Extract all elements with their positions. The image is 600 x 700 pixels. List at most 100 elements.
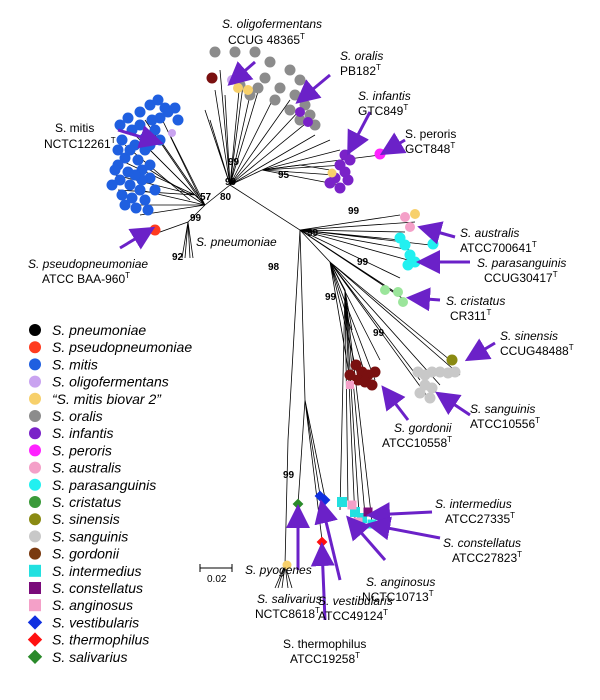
legend-entry: S. mitis <box>29 356 98 372</box>
australis-tip <box>400 212 410 222</box>
label-cristatus-name: S. cristatus <box>446 294 505 308</box>
oralis-tip <box>294 74 306 86</box>
infantis-tip <box>334 182 346 194</box>
sinensis-tip <box>446 354 458 366</box>
legend-label: S. australis <box>52 460 121 476</box>
oralis-tip <box>294 114 306 126</box>
mitis-tip <box>114 119 126 131</box>
mitis-tip <box>109 164 121 176</box>
mitis-tip <box>149 184 161 196</box>
sanguinis-tip <box>426 382 438 394</box>
mitis-tip <box>112 144 124 156</box>
legend-label: S. infantis <box>52 425 113 441</box>
legend-label: S. intermedius <box>52 563 141 579</box>
bootstrap-label: 98 <box>268 262 280 273</box>
legend-entry: S. intermedius <box>29 563 141 579</box>
legend-entry: S. parasanguinis <box>29 477 156 493</box>
legend-entry: S. anginosus <box>29 597 133 613</box>
legend-label: “S. mitis biovar 2” <box>52 391 162 407</box>
legend-label: S. vestibularis <box>52 614 139 630</box>
mitis-tip <box>139 194 151 206</box>
label-pyogenes-name: S. pyogenes <box>245 563 312 577</box>
pseudopneumoniae-tip <box>149 224 161 236</box>
mitis-tip <box>116 189 128 201</box>
legend-entry: S. pseudopneumoniae <box>29 339 192 355</box>
legend-entry: S. gordonii <box>29 546 120 562</box>
legend-marker <box>29 530 41 543</box>
bootstrap-label: 99 <box>373 328 385 339</box>
gordonii-tip <box>206 72 218 84</box>
legend-label: S. constellatus <box>52 580 143 596</box>
label-oralis-name: S. oralis <box>340 49 383 63</box>
mitis-tip <box>129 169 141 181</box>
bootstrap-label: 95 <box>278 170 290 181</box>
legend-entry: S. pneumoniae <box>29 322 146 338</box>
cristatus-tip <box>380 285 390 295</box>
legend-marker <box>29 513 41 526</box>
label-intermedius-name: S. intermedius <box>435 497 512 511</box>
legend-entry: S. sanguinis <box>29 528 128 544</box>
mitis-tip <box>134 119 146 131</box>
legend-marker <box>29 564 41 577</box>
mitis-tip <box>152 94 164 106</box>
mitis-tip <box>124 144 136 156</box>
constellatus-tip <box>363 507 373 517</box>
mitis-tip <box>116 134 128 146</box>
scale-bar-label: 0.02 <box>207 574 227 585</box>
label-peroris-strain: GCT848T <box>405 141 455 156</box>
oralis-tip <box>264 56 276 68</box>
legend-entry: S. infantis <box>29 425 113 441</box>
legend-label: S. pseudopneumoniae <box>52 339 192 355</box>
anginosus-tip <box>346 381 354 389</box>
label-anginosus-strain: NCTC10713T <box>362 589 434 604</box>
mitis-tip <box>124 179 136 191</box>
label-vestibularis-name: S. vestibularis <box>318 594 393 608</box>
label-anginosus-name: S. anginosus <box>366 575 435 589</box>
parasanguinis-tip <box>399 239 411 251</box>
legend-marker <box>29 582 41 594</box>
cristatus-tip <box>393 287 403 297</box>
label-salivarius-strain: NCTC8618T <box>255 606 320 621</box>
legend-label: S. anginosus <box>52 597 133 613</box>
oralis-tip <box>252 82 264 94</box>
sanguinis-tip <box>426 366 438 378</box>
mitis-biovar2-tip <box>410 209 420 219</box>
infantis-tip <box>303 117 313 127</box>
mitis-tip <box>172 114 184 126</box>
sanguinis-tip <box>424 392 436 404</box>
legend-marker <box>29 444 41 457</box>
legend-entry: “S. mitis biovar 2” <box>29 391 162 407</box>
oralis-tip <box>284 64 296 76</box>
mitis-tip <box>119 152 131 164</box>
peroris-tip <box>374 148 386 160</box>
oralis-tip <box>269 94 281 106</box>
cristatus-tip <box>398 297 408 307</box>
legend-label: S. oligofermentans <box>52 374 169 390</box>
oralis-tip <box>289 89 301 101</box>
oralis-tip <box>209 46 221 58</box>
sanguinis-tip <box>449 366 461 378</box>
label-mitis-name: S. mitis <box>55 121 94 135</box>
legend-entry: S. australis <box>29 460 121 476</box>
label-thermophilus-strain: ATCC19258T <box>290 651 360 666</box>
sanguinis-tip <box>434 366 446 378</box>
mitis-tip <box>130 202 142 214</box>
label-constellatus-strain: ATCC27823T <box>452 550 522 565</box>
legend-entry: S. peroris <box>29 442 112 458</box>
mitis-tip <box>144 99 156 111</box>
bootstrap-label: 99 <box>325 292 337 303</box>
intermedius-tip <box>350 507 360 517</box>
mitis-tip <box>169 102 181 114</box>
bootstrap-label: 99 <box>357 257 369 268</box>
label-oligofermentans-name: S. oligofermentans <box>222 17 322 31</box>
bootstrap-label: 99 <box>228 157 240 168</box>
species-labels: S. oligofermentans CCUG 48365T S. oralis… <box>28 17 574 666</box>
mitis-tip <box>114 174 126 186</box>
label-australis-strain: ATCC700641T <box>460 240 537 255</box>
label-sinensis-strain: CCUG48488T <box>500 343 574 358</box>
legend-marker <box>27 632 43 647</box>
label-mitis-strain: NCTC12261T <box>44 136 116 151</box>
legend-marker <box>29 478 41 491</box>
